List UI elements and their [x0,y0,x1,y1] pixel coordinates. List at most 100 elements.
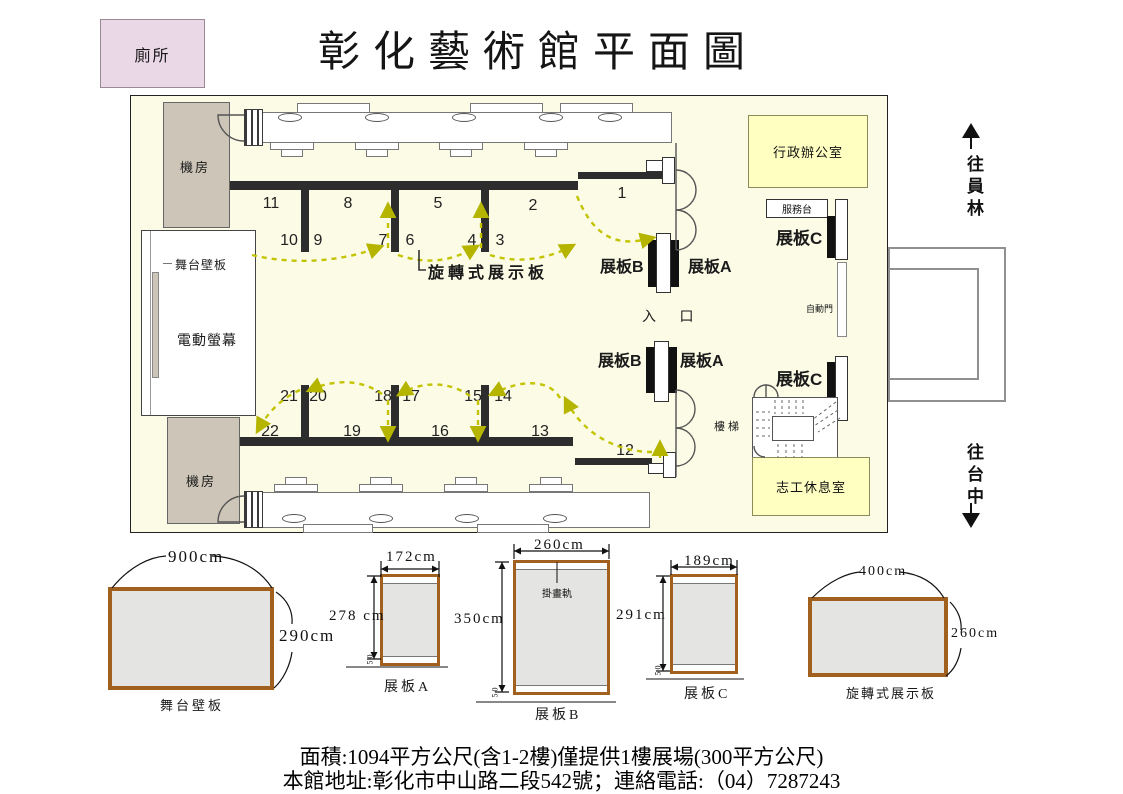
stairs-label: 樓梯 [714,421,742,433]
dim-panel-b-height: 350cm [454,611,505,627]
panel-number-16: 16 [431,423,449,440]
light-fixture [539,113,563,122]
panel-number-10: 10 [280,232,298,249]
panel-top-band [673,577,735,584]
stair-landing [772,416,814,441]
panel-number-19: 19 [343,423,361,440]
entrance-label: 入 口 [642,310,704,325]
wall-endcap [663,452,676,478]
direction-yuanlin: 往員林 [964,155,983,221]
light-fixture [369,514,393,523]
wall-tab [455,477,477,485]
wall-tab [359,484,403,492]
corridor-top-rail-3 [560,103,633,113]
door-hatch-bottom [244,491,263,528]
auto-door-track [837,262,847,337]
panel-number-13: 13 [531,423,549,440]
wall-tab [444,484,488,492]
wall-segment-bottom [240,437,573,446]
arrow-up-icon [962,123,980,138]
motor-screen-strip [152,272,159,378]
partition [481,190,489,252]
dim-panel-c-width: 189cm [684,553,735,569]
toilet-room: 廁所 [100,19,205,88]
diagram-panel-b-label: 展板B [535,708,582,723]
diagram-panel-c [670,574,738,674]
panel-number-2: 2 [528,197,538,214]
wall-segment-12 [575,458,652,465]
panel-number-15: 15 [464,388,482,405]
panel-number-6: 6 [405,232,415,249]
panel-number-11: 11 [262,195,280,212]
diagram-panel-b [513,560,610,695]
panel-number-22: 22 [261,423,279,440]
panel-c-board-bottom [827,362,835,399]
panel-number-5: 5 [433,195,443,212]
diagram-panel-c-label: 展板C [684,687,731,702]
panel-b-board-top [648,240,656,287]
stage-wall-tick [163,263,172,264]
direction-taichung: 往台中 [964,443,983,509]
corridor-top-rail-1 [297,103,370,113]
wall-tab [535,149,557,157]
panel-number-3: 3 [495,232,505,249]
panel-a-board-bottom [669,347,677,393]
wall-tab [529,484,573,492]
panel-number-9: 9 [313,232,323,249]
light-fixture [598,113,622,122]
arrow-down-shaft [970,503,972,514]
partition [301,190,309,252]
service-desk-label: 服務台 [782,205,812,216]
panel-a-board-top [671,240,679,287]
panel-bottom-band [516,685,607,692]
wall-segment-1 [578,172,662,179]
wall-endcap [662,157,675,184]
dim-panel-b-rail: 掛畫軌 [542,589,572,600]
panel-c-label-top: 展板C [776,229,823,248]
dim-panel-c-height: 291cm [616,607,667,623]
panel-top-band [516,563,607,570]
light-fixture [278,113,302,122]
light-fixture [543,514,567,523]
machine-room-top-label: 機房 [180,160,211,175]
service-desk: 服務台 [766,199,828,218]
partition [391,385,399,446]
partition [481,385,489,446]
panel-c-stand-top [835,199,848,260]
volunteer-room: 志工休息室 [752,457,870,516]
panel-number-18: 18 [374,388,392,405]
porch-inner [888,268,979,380]
admin-office-label: 行政辦公室 [772,145,843,160]
panel-number-20: 20 [309,388,327,405]
panel-c-label-bottom: 展板C [776,370,823,389]
panel-a-label-bottom: 展板A [680,353,724,370]
footer-address-text: 本館地址:彰化市中山路二段542號；連絡電話:（04）7287243 [282,769,841,793]
diagram-panel-a-label: 展板A [384,680,432,695]
partition [391,190,399,252]
panel-number-21: 21 [280,388,298,405]
panel-b-label-bottom: 展板B [598,353,642,370]
corridor-bottom-rail-1 [303,524,373,533]
wall-tab [370,477,392,485]
page-title: 彰化藝術館平面圖 [318,30,759,76]
dim-panel-c-base: 50 [653,663,663,676]
dim-panel-a-base: 50 [365,652,375,665]
panel-number-1: 1 [617,185,627,202]
partition [301,385,309,446]
toilet-label: 廁所 [134,47,171,65]
rotating-panel-label: 旋轉式展示板 [428,265,549,282]
panel-stand-bottom [654,341,669,402]
panel-number-12: 12 [616,442,634,459]
panel-number-4: 4 [467,232,477,249]
panel-number-8: 8 [343,195,353,212]
stage-box [141,230,256,416]
corridor-bottom-rail-2 [477,524,549,533]
dim-panel-a-width: 172cm [386,549,437,565]
dim-panel-a-height: 278 cm [329,608,386,624]
arrow-up-shaft [970,138,972,149]
dim-rotating-height: 260cm [951,626,1000,641]
panel-top-band [383,577,437,584]
diagram-stage-label: 舞台壁板 [160,698,225,713]
stage-wall-label: 舞台壁板 [175,258,228,272]
corridor-top-rail-2 [470,103,543,113]
